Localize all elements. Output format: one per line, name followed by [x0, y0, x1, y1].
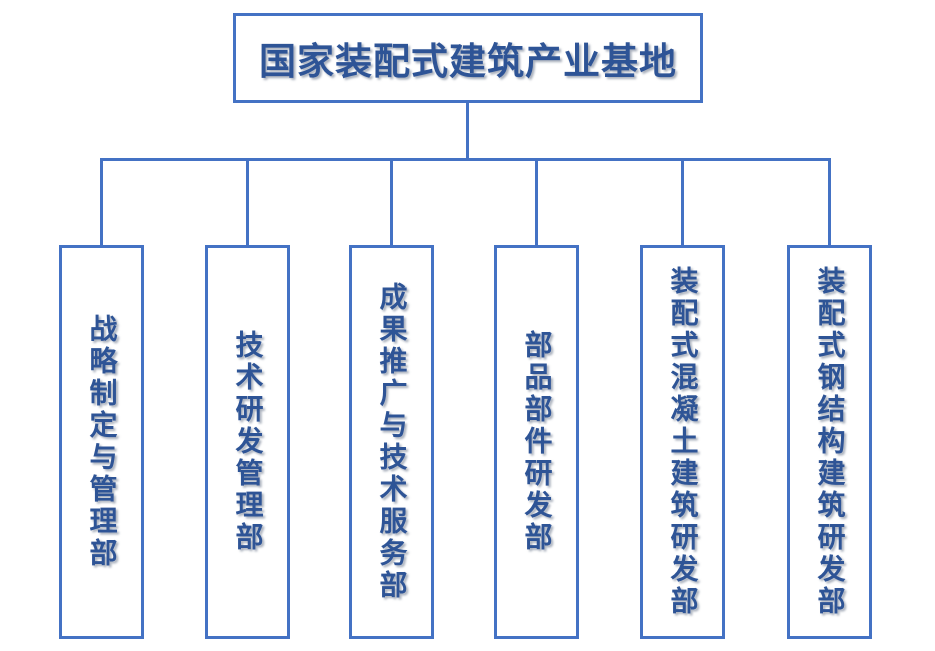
- connector-root-stem: [466, 102, 469, 161]
- connector-drop-2: [246, 158, 249, 247]
- dept-node-promotion-tech-service: 成果推广与技术服务部: [349, 245, 434, 639]
- root-node: 国家装配式建筑产业基地: [233, 13, 703, 103]
- connector-drop-1: [100, 158, 103, 247]
- dept-node-label: 技术研发管理部: [232, 330, 264, 554]
- dept-node-steel-structure-rd: 装配式钢结构建筑研发部: [787, 245, 872, 639]
- dept-node-precast-concrete-rd: 装配式混凝土建筑研发部: [640, 245, 725, 639]
- connector-horizontal-bar: [100, 158, 831, 161]
- dept-node-label: 战略制定与管理部: [86, 314, 118, 570]
- dept-node-parts-components-rd: 部品部件研发部: [494, 245, 579, 639]
- connector-drop-6: [828, 158, 831, 247]
- connector-drop-3: [390, 158, 393, 247]
- connector-drop-5: [681, 158, 684, 247]
- dept-node-label: 部品部件研发部: [521, 330, 553, 554]
- dept-node-label: 装配式钢结构建筑研发部: [814, 266, 846, 618]
- connector-drop-4: [535, 158, 538, 247]
- dept-node-label: 装配式混凝土建筑研发部: [667, 266, 699, 618]
- root-node-label: 国家装配式建筑产业基地: [259, 41, 677, 82]
- dept-node-tech-rd-management: 技术研发管理部: [205, 245, 290, 639]
- dept-node-strategy-management: 战略制定与管理部: [59, 245, 144, 639]
- dept-node-label: 成果推广与技术服务部: [376, 282, 408, 602]
